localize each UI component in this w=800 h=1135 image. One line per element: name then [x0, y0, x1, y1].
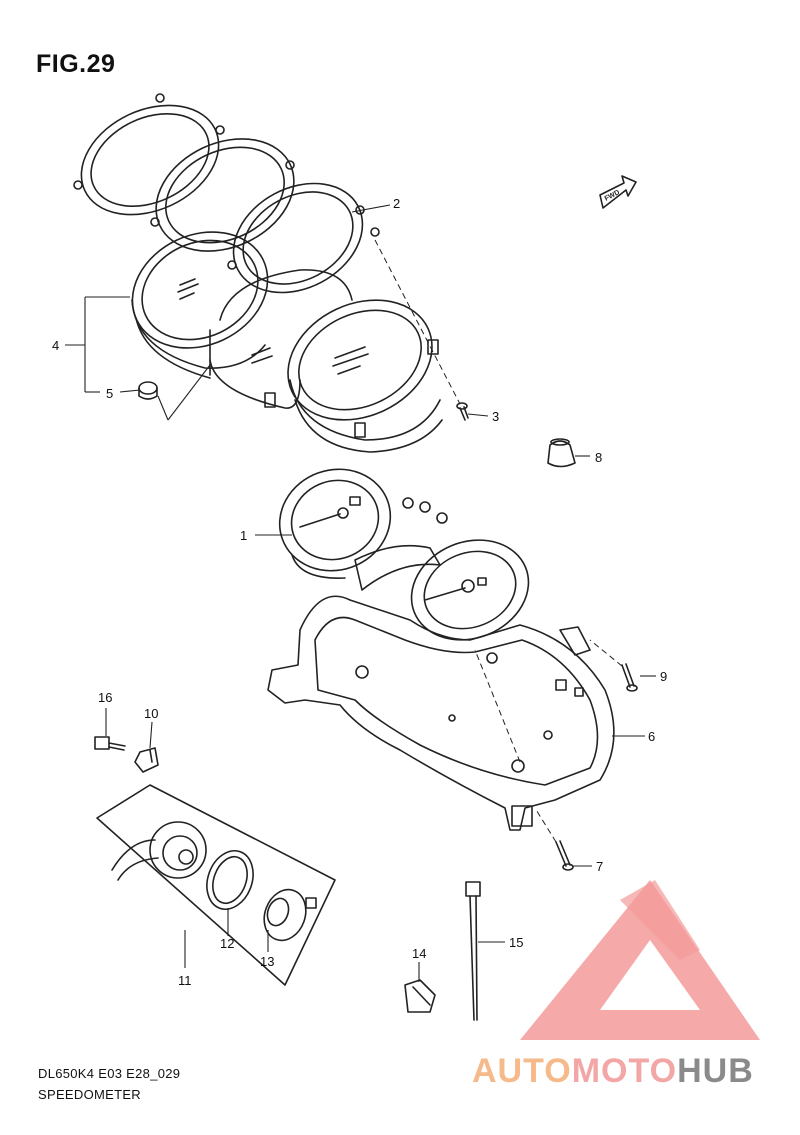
cable-tie: [465, 881, 481, 1021]
diagram-name: SPEEDOMETER: [38, 1087, 141, 1102]
sensor-assy-box: [96, 784, 336, 986]
holder: [404, 979, 436, 1013]
callout-labels: 2 4 5 3 8 1 9 6 7 16 10 11 12 13 14 15: [52, 196, 667, 988]
callout-8: 8: [595, 450, 602, 465]
callout-15: 15: [509, 935, 523, 950]
callout-1: 1: [240, 528, 247, 543]
meter-case-lower: [267, 595, 615, 831]
clip: [134, 747, 159, 773]
callout-11: 11: [178, 973, 192, 988]
callout-6: 6: [648, 729, 655, 744]
callout-5: 5: [106, 386, 113, 401]
watermark-part-3: HUB: [677, 1052, 754, 1090]
gauge-dials: [278, 468, 530, 641]
bezel-ring-right: [227, 182, 380, 294]
watermark-logo: [520, 880, 760, 1040]
grommet: [138, 381, 158, 400]
watermark-part-1: AUTO: [472, 1052, 572, 1090]
fwd-arrow-icon: [599, 175, 637, 209]
screw-lower: [555, 840, 574, 871]
o-ring: [206, 850, 254, 910]
callout-12: 12: [220, 936, 234, 951]
callout-2: 2: [393, 196, 400, 211]
callout-14: 14: [412, 946, 426, 961]
screw-right: [621, 663, 638, 692]
bezel-ring-middle: [150, 138, 295, 252]
callout-9: 9: [660, 669, 667, 684]
screw-upper: [456, 402, 469, 421]
callout-13: 13: [260, 954, 274, 969]
callout-16: 16: [98, 690, 112, 705]
callout-4: 4: [52, 338, 59, 353]
meter-case-upper: [131, 231, 443, 453]
watermark-part-2: MOTO: [571, 1052, 678, 1090]
callout-10: 10: [144, 706, 158, 721]
figure-title: FIG.29: [36, 50, 116, 78]
sensor-body: [111, 821, 207, 881]
leader-lines: [65, 204, 656, 982]
callout-7: 7: [596, 859, 603, 874]
callout-3: 3: [492, 409, 499, 424]
cap: [547, 438, 576, 468]
retainer: [263, 888, 317, 942]
bezel-ring-left: [73, 93, 225, 216]
watermark-text: AUTOMOTOHUB: [472, 1052, 754, 1091]
dashed-guides: [374, 239, 623, 843]
diagram-code: DL650K4 E03 E28_029: [38, 1066, 181, 1081]
bolt: [94, 736, 126, 751]
